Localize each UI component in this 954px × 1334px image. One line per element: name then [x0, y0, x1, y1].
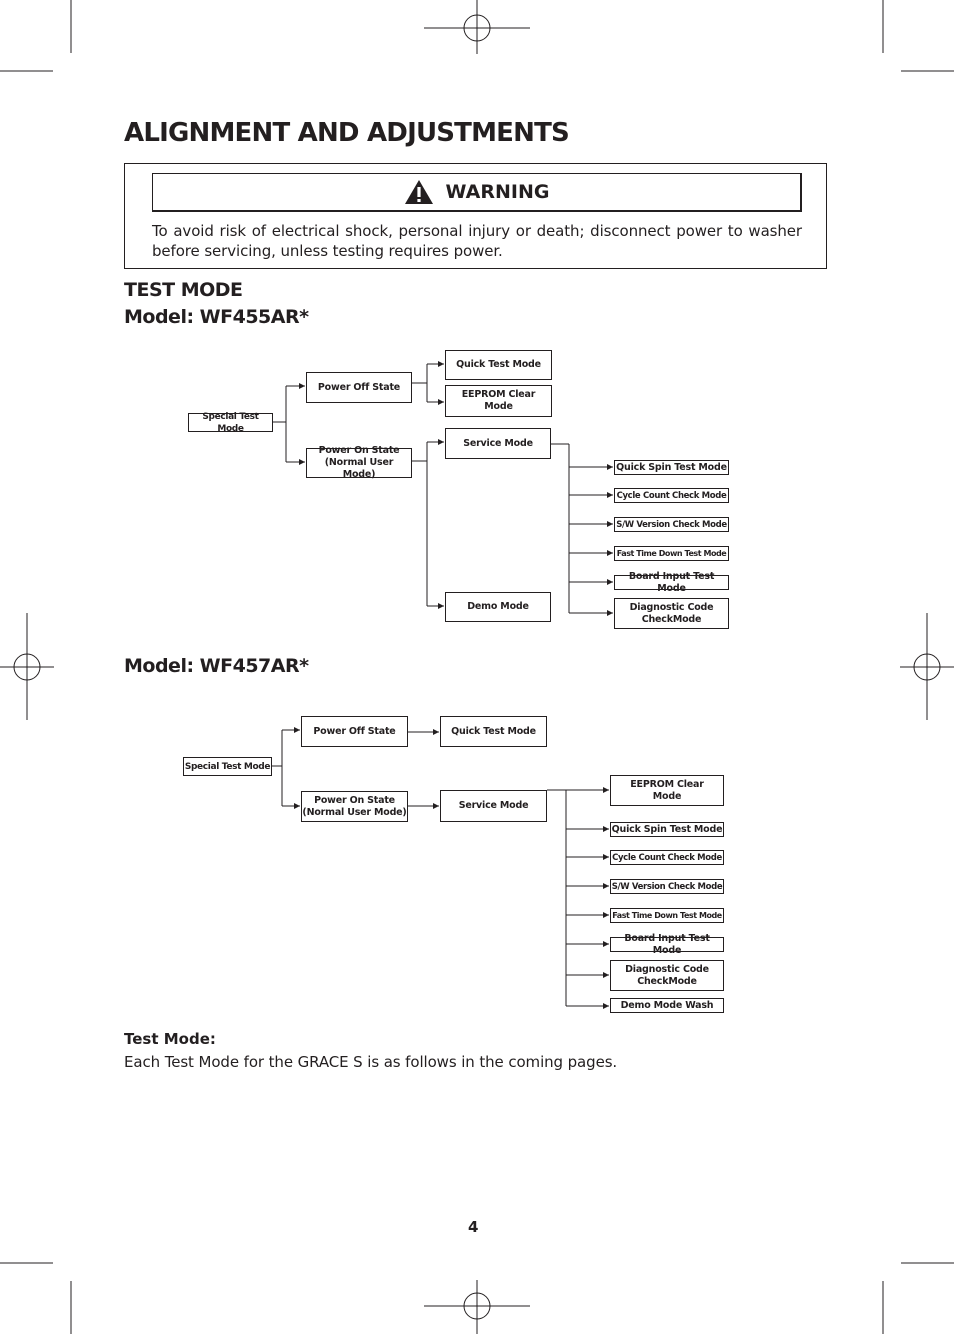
d2-service-item: Fast Time Down Test Mode: [610, 908, 724, 923]
d1-special-test-mode: Special Test Mode: [188, 412, 273, 434]
d2-service-item: EEPROM Clear Mode: [610, 775, 724, 806]
test-mode-label: Test Mode:: [124, 1030, 216, 1048]
d1-service-item: Board Input Test Mode: [614, 571, 729, 594]
model-heading-2: Model: WF457AR*: [124, 655, 309, 677]
d1-service-item: Fast Time Down Test Mode: [614, 546, 729, 561]
page-number: 4: [468, 1218, 479, 1236]
d1-quick-test-mode: Quick Test Mode: [445, 350, 552, 380]
d2-quick-test-mode: Quick Test Mode: [440, 716, 547, 747]
page-title: ALIGNMENT AND ADJUSTMENTS: [124, 118, 570, 148]
d2-special-test-mode: Special Test Mode: [183, 757, 272, 776]
d1-power-off-state: Power Off State: [306, 372, 412, 403]
warning-title: WARNING: [445, 181, 550, 203]
d1-eeprom-clear-mode: EEPROM Clear Mode: [445, 385, 552, 417]
d1-power-on-state: Power On State (Normal User Mode): [306, 445, 412, 480]
d1-service-item: Cycle Count Check Mode: [614, 488, 729, 503]
warning-triangle-icon: [404, 180, 433, 204]
d2-service-item: Diagnostic Code CheckMode: [610, 960, 724, 991]
model-heading-1: Model: WF455AR*: [124, 306, 309, 328]
d2-service-item: Quick Spin Test Mode: [610, 822, 724, 837]
d2-service-mode: Service Mode: [440, 790, 547, 822]
warning-text: To avoid risk of electrical shock, perso…: [152, 222, 802, 260]
test-mode-description: Each Test Mode for the GRACE S is as fol…: [124, 1053, 618, 1071]
d2-power-on-state: Power On State (Normal User Mode): [301, 791, 408, 822]
d2-service-item: Board Input Test Mode: [610, 933, 724, 956]
d1-service-item: Diagnostic Code CheckMode: [614, 598, 729, 629]
d1-service-mode: Service Mode: [445, 428, 551, 459]
d1-demo-mode: Demo Mode: [445, 592, 551, 622]
warning-header: WARNING: [152, 173, 802, 212]
warning-box: [124, 163, 827, 269]
d2-service-item: S/W Version Check Mode: [610, 879, 724, 894]
d1-service-item: Quick Spin Test Mode: [614, 460, 729, 475]
section-heading: TEST MODE: [124, 279, 243, 301]
d2-power-off-state: Power Off State: [301, 716, 408, 747]
d1-service-item: S/W Version Check Mode: [614, 517, 729, 532]
d2-service-item: Cycle Count Check Mode: [610, 850, 724, 865]
d2-service-item: Demo Mode Wash: [610, 998, 724, 1013]
